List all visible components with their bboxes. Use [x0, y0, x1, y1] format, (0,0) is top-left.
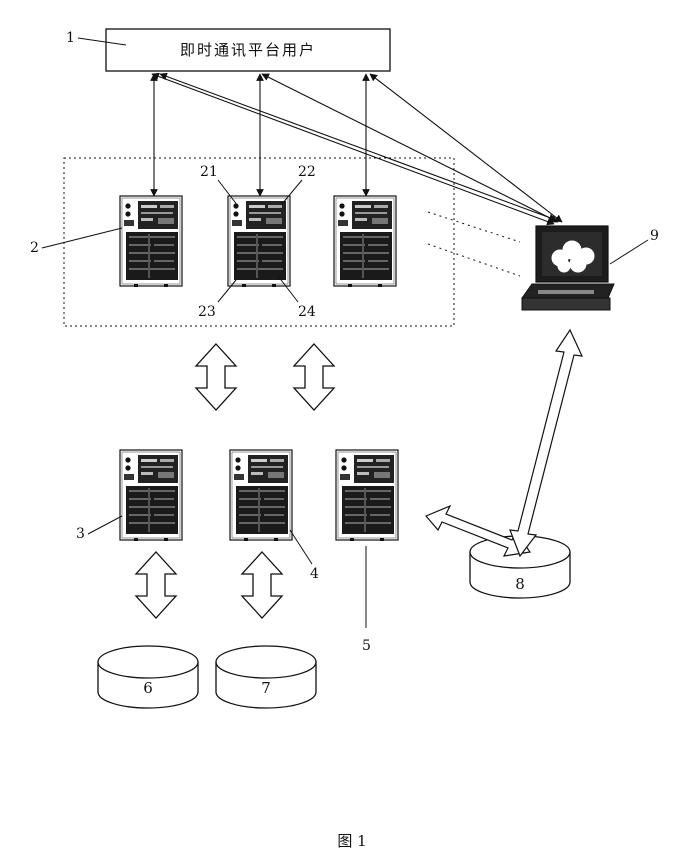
label-24: 24: [277, 275, 316, 320]
label-4: 4: [289, 529, 319, 582]
svg-text:23: 23: [198, 304, 216, 320]
label-5: 5: [362, 546, 371, 654]
label-7: 7: [261, 679, 271, 697]
tier-link-arrow-right: [293, 343, 335, 411]
db-link-arrow-7: [241, 551, 283, 619]
server-4: [229, 449, 293, 542]
user-server-links: [150, 73, 370, 197]
server5-db8-link: [425, 504, 532, 557]
svg-text:1: 1: [66, 30, 75, 46]
label-6: 6: [143, 679, 153, 697]
label-21: 21: [200, 164, 239, 207]
label-2: 2: [30, 227, 123, 256]
user-box-label: 即时通讯平台用户: [180, 41, 316, 59]
label-22: 22: [281, 164, 316, 205]
figure-caption: 图 1: [337, 832, 366, 850]
user-terminal-links: [151, 72, 563, 226]
im-platform-user-box: 即时通讯平台用户: [105, 28, 391, 72]
svg-text:4: 4: [310, 566, 319, 582]
server-top-right: [333, 195, 397, 288]
client-terminal-9: [521, 225, 615, 311]
svg-text:21: 21: [200, 164, 218, 180]
server-5: [335, 449, 399, 542]
svg-text:2: 2: [30, 240, 39, 256]
label-3: 3: [76, 515, 123, 542]
svg-text:5: 5: [362, 638, 371, 654]
server-3: [119, 449, 183, 542]
svg-text:24: 24: [298, 304, 316, 320]
database-6: [97, 645, 199, 709]
svg-text:9: 9: [650, 228, 659, 244]
server-2: [119, 195, 183, 288]
database-7: [215, 645, 317, 709]
tier-link-arrow-left: [195, 343, 237, 411]
label-1: 1: [66, 30, 127, 46]
label-9: 9: [609, 228, 659, 265]
server-terminal-dotted-links: [427, 211, 521, 277]
cloud-icon: [551, 240, 595, 273]
terminal-db8-link: [509, 328, 583, 558]
label-23: 23: [198, 279, 237, 320]
svg-text:3: 3: [76, 526, 85, 542]
label-8: 8: [515, 575, 525, 593]
svg-text:22: 22: [298, 164, 316, 180]
db-link-arrow-6: [135, 551, 177, 619]
server-21-24: [227, 195, 291, 288]
